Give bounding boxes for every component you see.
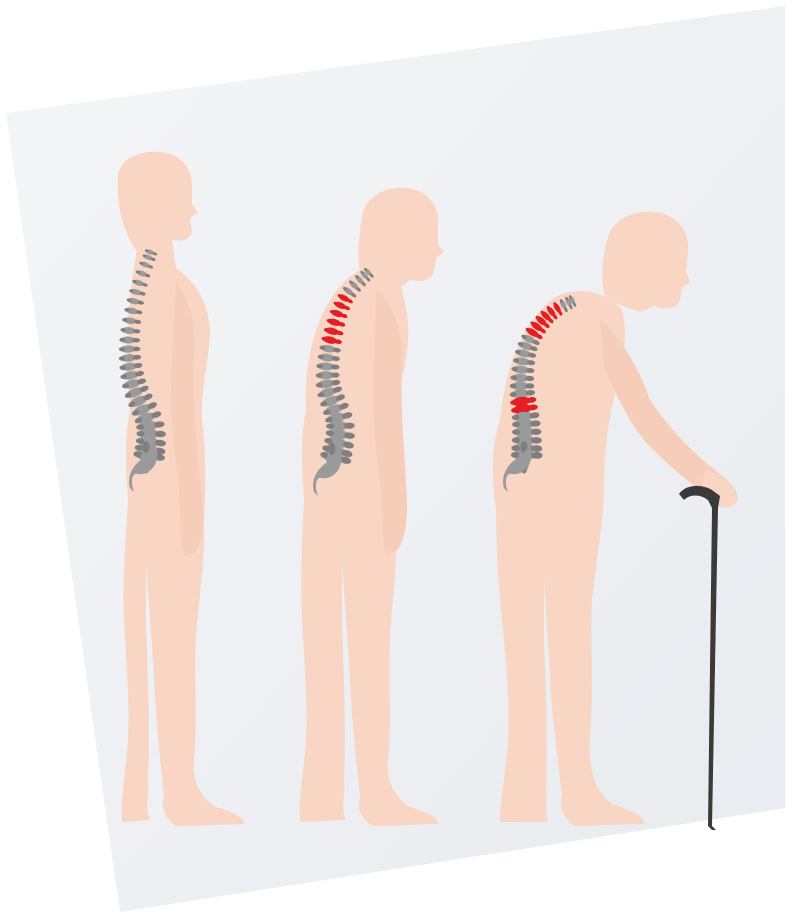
osteoporosis-progression-diagram [0, 0, 787, 916]
illustration [0, 0, 787, 916]
